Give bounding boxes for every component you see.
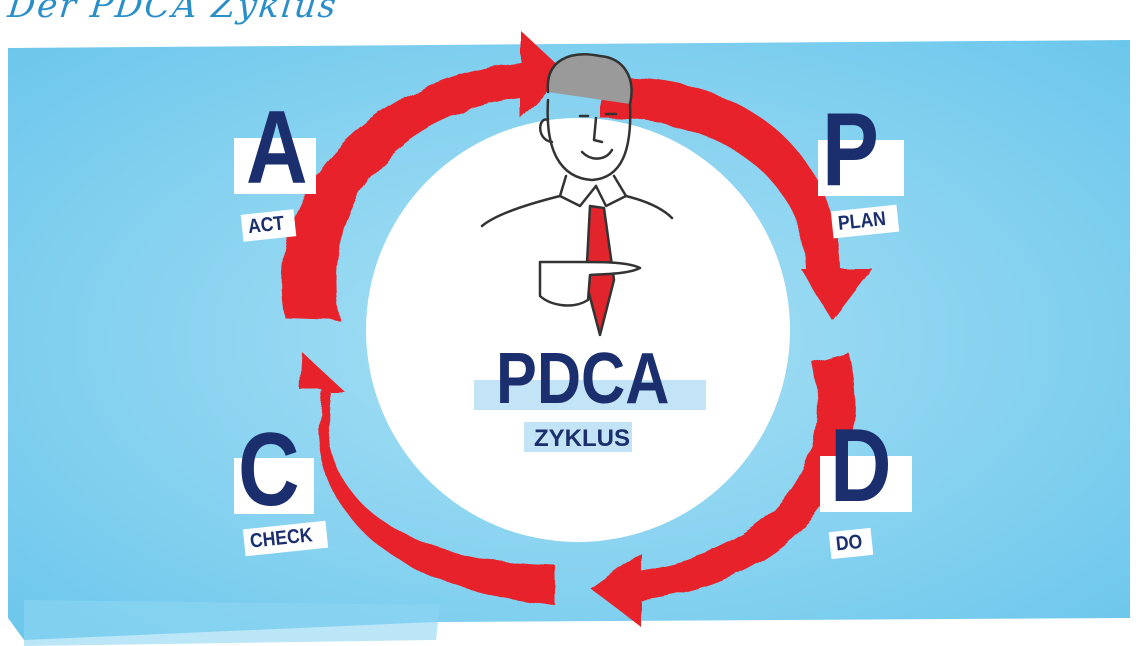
stage-act-word: ACT	[247, 212, 285, 239]
watercolor-shadow	[24, 600, 440, 646]
stage-act-word-box: ACT	[241, 209, 297, 241]
stage-act-letter: A	[246, 96, 308, 200]
center-title: PDCA	[496, 338, 669, 420]
stage-do-word: DO	[835, 531, 864, 557]
stage-check-letter: C	[238, 418, 300, 522]
stage-plan-letter: P	[822, 98, 879, 202]
stage-plan-word: PLAN	[837, 208, 887, 236]
center-subtitle: ZYKLUS	[534, 425, 630, 453]
center-circle	[366, 118, 790, 542]
stage-do-word-box: DO	[829, 528, 874, 559]
stage-check-word: CHECK	[249, 524, 314, 553]
stage-do-letter: D	[830, 414, 892, 518]
